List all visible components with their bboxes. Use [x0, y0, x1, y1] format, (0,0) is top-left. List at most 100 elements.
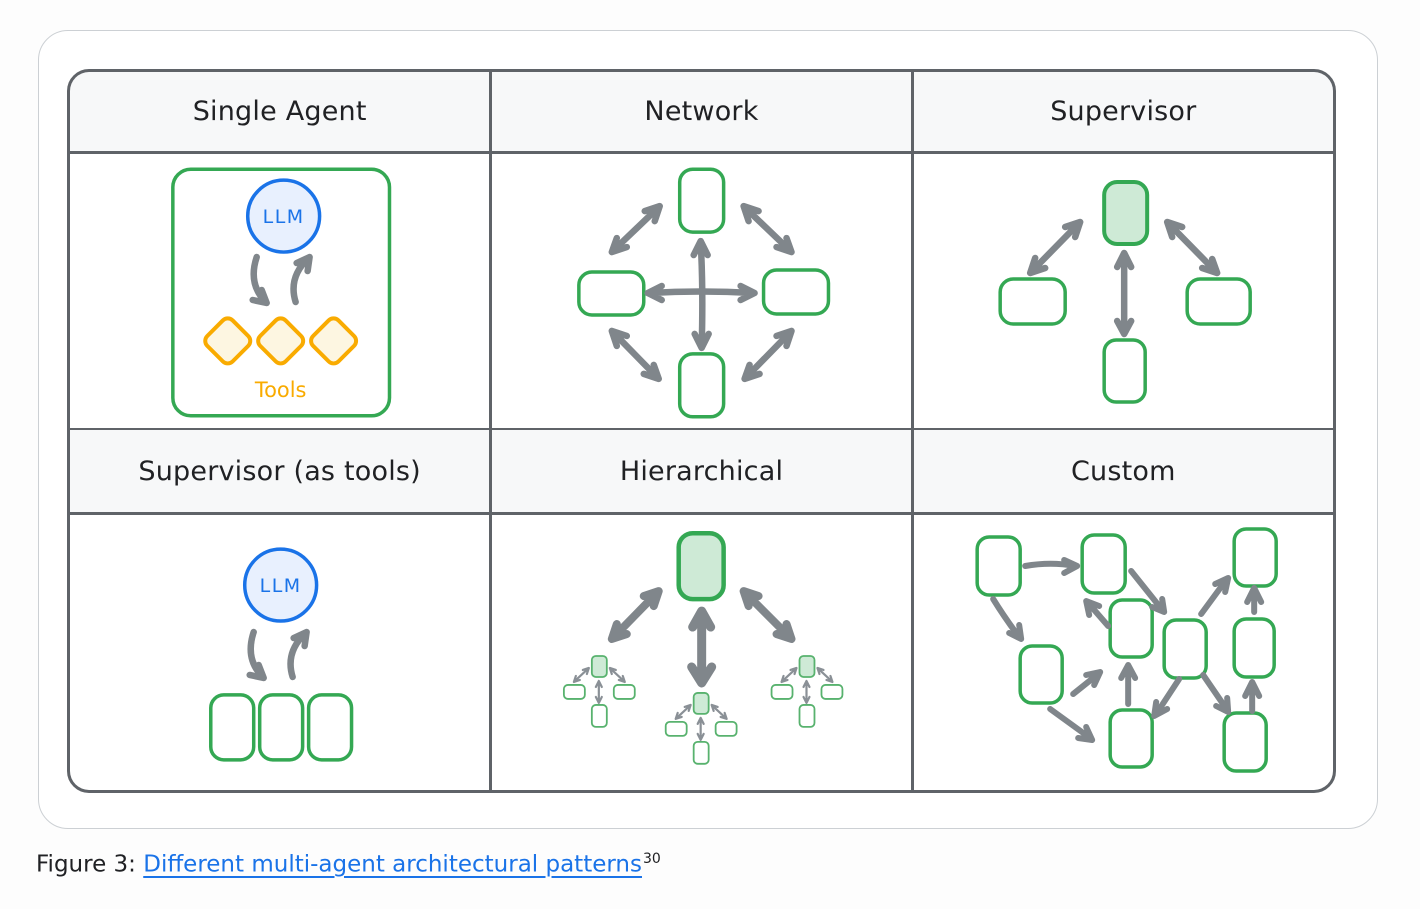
tools-label: Tools — [254, 377, 307, 401]
arrow-up — [1241, 678, 1262, 714]
mini-double-arrow — [572, 666, 590, 683]
mini-agent-box — [562, 683, 586, 700]
cell-network — [491, 153, 912, 428]
arrow-down-right — [1046, 705, 1095, 743]
mini-double-arrow — [802, 679, 811, 704]
mini-double-arrow — [780, 666, 798, 683]
mini-agent-box — [714, 720, 738, 737]
agent-box — [1162, 617, 1208, 680]
arrow-down-right — [989, 595, 1024, 642]
supervisor-as-tools-diagram: LLM — [209, 546, 354, 762]
arrow-up — [1243, 584, 1264, 615]
arrow-right — [1021, 556, 1080, 576]
llm-label: LLM — [263, 206, 305, 228]
network-diagram — [576, 166, 831, 419]
mini-agent-box — [664, 720, 688, 737]
mini-double-arrow — [594, 679, 603, 704]
diagonal-double-arrow-left — [1026, 218, 1084, 276]
header-supervisor-as-tools-label: Supervisor (as tools) — [138, 455, 421, 487]
header-custom-label: Custom — [1071, 455, 1176, 487]
tool-agent-box — [257, 692, 305, 762]
tool-agent-box — [209, 692, 256, 762]
mini-agent-box — [590, 703, 608, 728]
tool-diamond — [203, 315, 253, 365]
agent-box — [1232, 526, 1278, 588]
agent-box — [1222, 710, 1268, 773]
header-hierarchical-label: Hierarchical — [619, 455, 784, 487]
cell-supervisor-as-tools: LLM — [70, 514, 490, 790]
mini-agent-box — [798, 703, 816, 728]
diagonal-double-arrow-top-right — [740, 202, 795, 255]
up-arrow — [287, 628, 310, 680]
arrow-up-right — [1197, 574, 1231, 617]
mini-supervisor-tree-right — [770, 654, 844, 728]
supervisor-diagram — [998, 179, 1252, 404]
header-hierarchical: Hierarchical — [491, 430, 912, 512]
diagonal-double-arrow-bottom-left — [608, 327, 662, 382]
cell-supervisor — [913, 153, 1333, 428]
agent-box — [1108, 707, 1154, 769]
supervisor-box — [1101, 179, 1149, 246]
down-arrow — [246, 628, 267, 681]
vertical-double-arrow — [687, 606, 716, 687]
horizontal-double-arrow — [644, 282, 758, 303]
mini-double-arrow — [816, 666, 834, 683]
tool-agent-box — [306, 692, 354, 762]
mini-supervisor-tree-center — [664, 691, 738, 765]
footnote-marker: 30 — [642, 851, 661, 867]
cell-single-agent: LLM Tools — [70, 153, 490, 428]
top-supervisor-box — [676, 530, 726, 601]
llm-circle — [245, 177, 322, 254]
mini-agent-box — [692, 740, 710, 765]
tool-diamond — [256, 315, 306, 365]
mini-double-arrow — [674, 703, 692, 720]
mini-double-arrow — [696, 716, 705, 741]
mini-supervisor-tree-left — [562, 654, 636, 728]
diagonal-double-arrow-right — [739, 586, 796, 643]
agent-box-bottom — [677, 351, 726, 419]
arrow-down-right — [1199, 671, 1231, 715]
mini-agent-box — [770, 683, 794, 700]
agent-box — [1108, 597, 1154, 659]
arrow-up-right — [1069, 668, 1103, 697]
architecture-table: Single Agent Network Supervisor LLM — [67, 69, 1336, 793]
caption-link[interactable]: Different multi-agent architectural patt… — [143, 851, 642, 878]
agent-box-top — [677, 166, 726, 234]
diagonal-double-arrow-bottom-right — [741, 327, 795, 382]
diagonal-double-arrow-top-left — [608, 202, 663, 255]
header-supervisor-as-tools: Supervisor (as tools) — [70, 430, 490, 512]
up-arrow — [290, 253, 313, 305]
arrow-up — [1117, 661, 1138, 707]
agent-box-right — [761, 267, 831, 316]
header-network: Network — [491, 72, 912, 151]
agent-box — [1232, 616, 1276, 679]
agent-box-left — [998, 276, 1067, 326]
agent-box-left — [576, 269, 646, 317]
agent-box — [975, 534, 1022, 597]
figure-card: Single Agent Network Supervisor LLM — [38, 30, 1378, 829]
llm-circle — [242, 546, 319, 623]
vertical-double-arrow — [1113, 249, 1135, 337]
mini-agent-box — [820, 683, 844, 700]
agent-box-right — [1185, 276, 1252, 326]
figure-caption: Figure 3: Different multi-agent architec… — [36, 851, 661, 878]
arrow-down-right — [1127, 567, 1167, 615]
down-arrow — [249, 253, 270, 306]
header-single-agent-label: Single Agent — [192, 96, 367, 127]
hierarchical-diagram — [562, 530, 844, 765]
diagonal-double-arrow-left — [607, 586, 663, 643]
arrow-down-left — [1150, 675, 1182, 719]
single-agent-diagram: LLM Tools — [171, 166, 392, 418]
mini-supervisor-box — [590, 654, 608, 678]
agent-box — [1018, 643, 1064, 705]
mini-supervisor-box — [798, 654, 816, 678]
arrow-up-left — [1082, 597, 1111, 629]
mini-supervisor-box — [692, 691, 710, 715]
mini-double-arrow — [710, 703, 728, 720]
header-single-agent: Single Agent — [70, 72, 490, 151]
header-custom: Custom — [913, 430, 1333, 512]
tool-diamond — [309, 315, 359, 365]
custom-diagram — [975, 526, 1278, 773]
header-supervisor: Supervisor — [913, 72, 1333, 151]
